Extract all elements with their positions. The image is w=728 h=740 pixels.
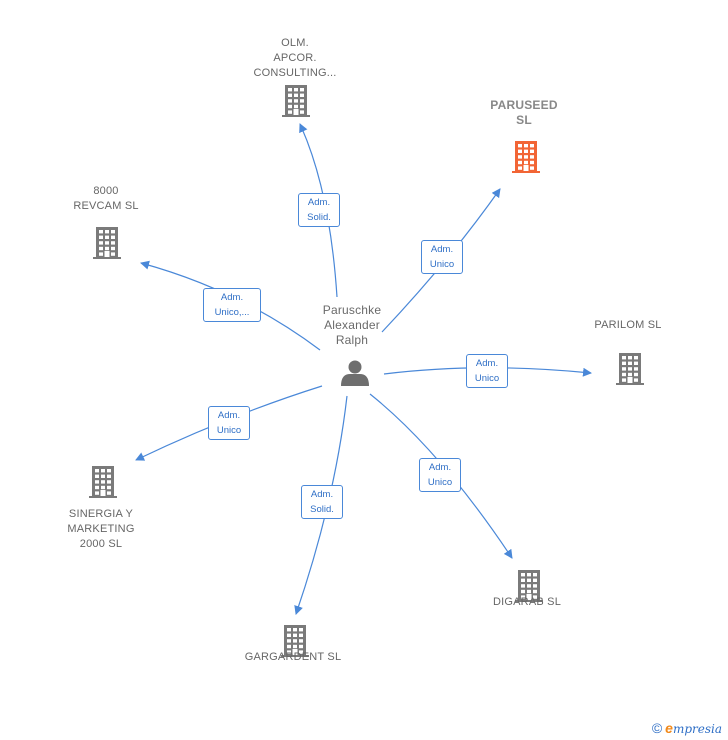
copyright-icon: © [651,720,663,736]
company-label-sinergia[interactable]: SINERGIA Y MARKETING 2000 SL [67,508,135,550]
company-label-digarab[interactable]: DIGARAB SL [492,596,562,608]
person-icon[interactable] [341,360,369,387]
person-label[interactable]: Paruschke Alexander Ralph [322,303,382,347]
company-label-olm[interactable]: OLM. APCOR. CONSULTING... [253,37,337,79]
company-label-revcam[interactable]: 8000 REVCAM SL [73,185,139,212]
relation-label-sinergia[interactable]: Adm. Unico [208,406,250,440]
relation-label-gargardent[interactable]: Adm. Solid. [301,485,343,519]
footer-brand[interactable]: ©empresia [652,720,722,736]
building-icon-digarab[interactable] [515,570,543,602]
relation-label-olm[interactable]: Adm. Solid. [298,193,340,227]
building-icon-sinergia[interactable] [89,466,117,498]
brand-initial: e [665,720,673,736]
relation-label-parilom[interactable]: Adm. Unico [466,354,508,388]
relation-label-digarab[interactable]: Adm. Unico [419,458,461,492]
building-icon-parilom[interactable] [616,353,644,385]
company-label-paruseed[interactable]: PARUSEED SL [490,98,558,127]
company-label-gargardent[interactable]: GARGARDENT SL [244,651,342,663]
brand-name: mpresia [672,722,722,736]
building-icon-paruseed[interactable] [512,141,540,173]
company-label-parilom[interactable]: PARILOM SL [594,319,662,331]
building-icon-revcam[interactable] [93,227,121,259]
building-icon-gargardent[interactable] [281,625,309,657]
relation-label-revcam[interactable]: Adm. Unico,... [203,288,261,322]
relation-label-paruseed[interactable]: Adm. Unico [421,240,463,274]
building-icon-olm[interactable] [282,85,310,117]
